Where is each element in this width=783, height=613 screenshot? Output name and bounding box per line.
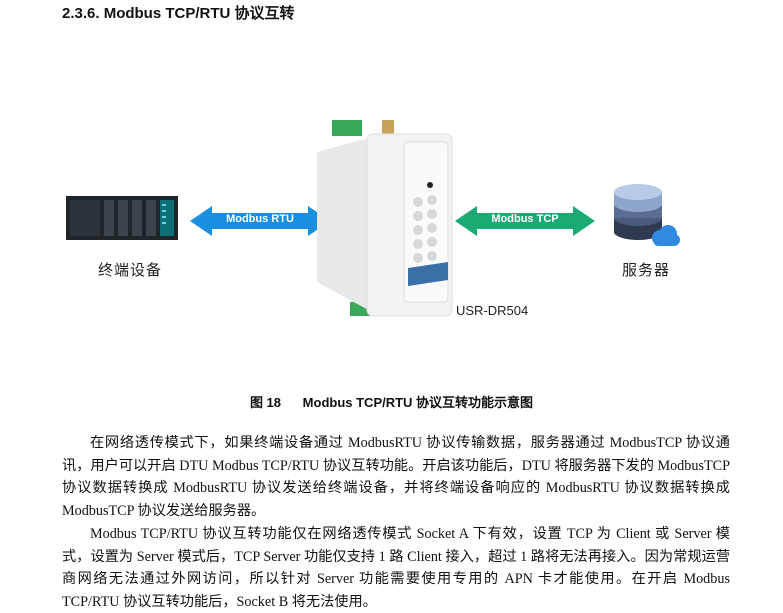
- cloud-server-icon: [614, 184, 680, 246]
- paragraph-1: 在网络透传模式下，如果终端设备通过 ModbusRTU 协议传输数据，服务器通过…: [62, 435, 730, 519]
- plc-terminal-device-image: [66, 196, 178, 240]
- bidirectional-arrow-tcp: [455, 206, 595, 236]
- terminal-device-label: 终端设备: [98, 261, 163, 279]
- modbus-rtu-label: Modbus RTU: [226, 213, 294, 225]
- section-heading: 2.3.6. Modbus TCP/RTU 协议互转: [62, 5, 295, 22]
- server-label: 服务器: [622, 261, 671, 279]
- bidirectional-arrow-rtu: [190, 206, 330, 236]
- figure-caption: 图 18 Modbus TCP/RTU 协议互转功能示意图: [249, 395, 534, 410]
- device-model-label: USR-DR504: [456, 303, 529, 318]
- modbus-tcp-label: Modbus TCP: [491, 213, 559, 225]
- paragraph-2: Modbus TCP/RTU 协议互转功能仅在网络透传模式 Socket A 下…: [62, 526, 730, 610]
- dtu-device-image: [317, 120, 453, 317]
